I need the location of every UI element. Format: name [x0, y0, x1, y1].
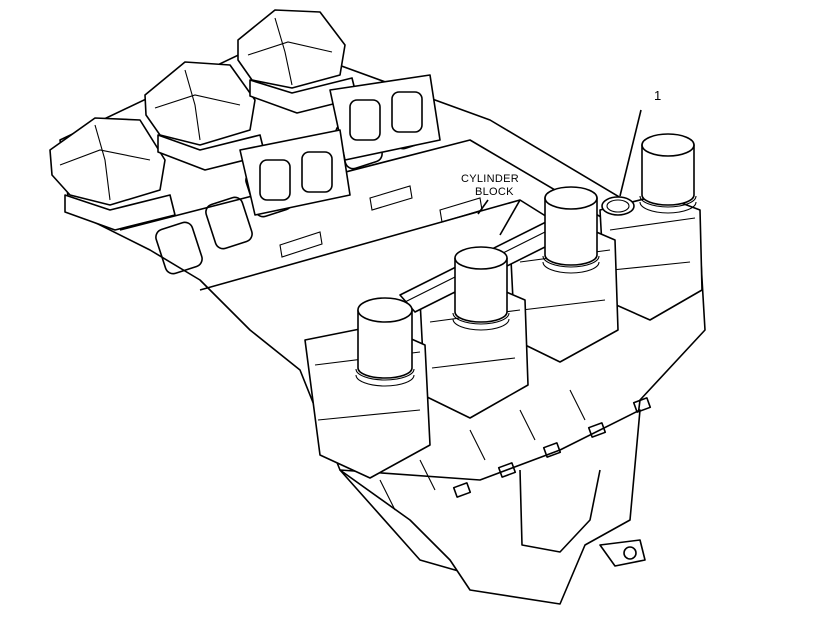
rear-rocker-covers [49, 9, 358, 231]
cylinder-block-label-line2: BLOCK [475, 186, 514, 198]
callout-1-leader [619, 109, 642, 197]
cylinder-block-label-line1: CYLINDER [461, 173, 519, 185]
callout-1-label: 1 [654, 88, 661, 103]
block-side-details [379, 389, 652, 511]
rear-head-flanges [239, 74, 441, 216]
air-cleaners [355, 133, 697, 387]
cylinder-block-arrow [477, 199, 489, 215]
